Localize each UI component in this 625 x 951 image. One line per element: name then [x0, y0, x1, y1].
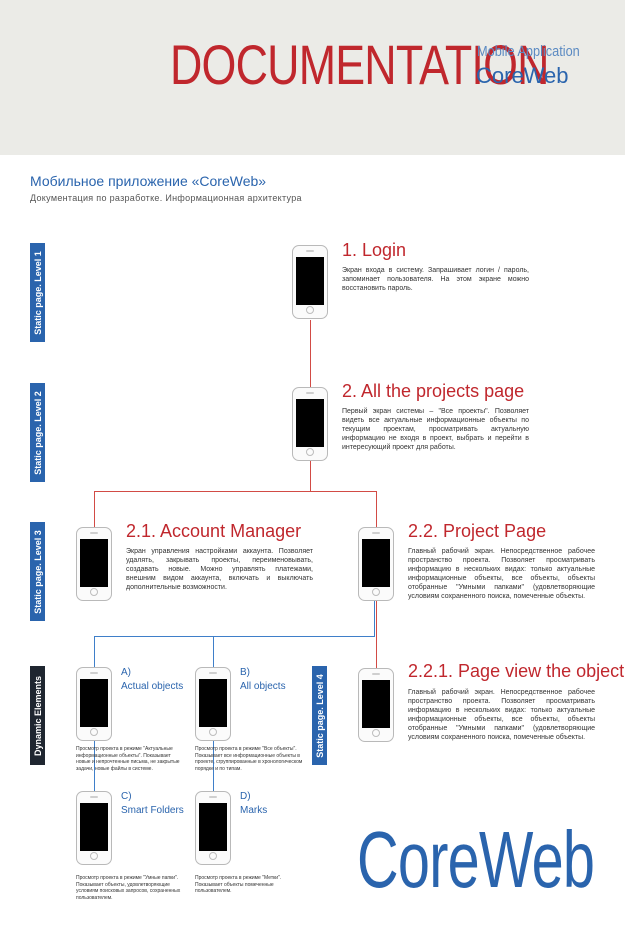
login-description: Экран входа в систему. Запрашивает логин… [342, 267, 529, 292]
projects-phone-icon [292, 387, 328, 461]
projects-title: 2. All the projects page [342, 381, 525, 401]
level-label-3: Static page. Level 3 [30, 522, 45, 621]
connector-project-dynamic [374, 601, 375, 636]
pageview-title: 2.2.1. Page view the object [408, 661, 625, 681]
connector-dynamic-horizontal [94, 636, 375, 637]
pageview-phone-icon [358, 668, 394, 742]
level-label-4: Static page. Level 4 [312, 666, 327, 765]
login-phone-icon [292, 245, 328, 319]
level-label-dynamic: Dynamic Elements [30, 666, 45, 765]
all-phone-icon [195, 667, 231, 741]
actual-phone-icon [76, 667, 112, 741]
pageview-description: Главный рабочий экран. Непосредственное … [408, 689, 595, 741]
connector-to-pageview [376, 601, 377, 668]
project-description: Главный рабочий экран. Непосредственное … [408, 548, 595, 600]
project-title: 2.2. Project Page [408, 521, 547, 541]
account-phone-icon [76, 527, 112, 601]
documentation-title: DOCUMENTATION [170, 33, 549, 96]
projects-description: Первый экран системы – "Все проекты". По… [342, 408, 529, 451]
connector-to-all [213, 636, 214, 667]
smart-phone-icon [76, 791, 112, 865]
account-description: Экран управления настройками аккаунта. П… [126, 548, 313, 591]
connector-to-actual [94, 636, 95, 667]
level-label-1: Static page. Level 1 [30, 243, 45, 342]
smart-folders-label: C)Smart Folders [121, 791, 184, 816]
marks-phone-icon [195, 791, 231, 865]
account-title: 2.1. Account Manager [126, 521, 302, 541]
intro-title: Мобильное приложение «CoreWeb» [30, 173, 267, 189]
marks-description: Просмотр проекта в режиме "Метки". Показ… [195, 875, 282, 894]
all-objects-description: Просмотр проекта в режиме "Все объекты".… [195, 746, 303, 772]
all-objects-label: B)All objects [240, 667, 286, 692]
actual-objects-label: A)Actual objects [121, 667, 184, 692]
level-label-2: Static page. Level 2 [30, 383, 45, 482]
marks-label: D)Marks [240, 791, 268, 816]
connector-to-account [94, 491, 95, 527]
connector-login-projects [310, 320, 311, 387]
connector-level3-horizontal [94, 491, 377, 492]
product-name: CoreWeb [476, 63, 569, 88]
actual-objects-description: Просмотр проекта в режиме "Актуальные ин… [76, 746, 180, 772]
intro-description: Документация по разработке. Информационн… [30, 193, 302, 203]
connector-to-project [376, 491, 377, 527]
coreweb-logo: CoreWeb [357, 815, 595, 904]
smart-folders-description: Просмотр проекта в режиме "Умные папки".… [76, 875, 181, 901]
header-banner: DOCUMENTATION Mobile Application CoreWeb [0, 0, 625, 155]
product-tag: Mobile Application [477, 43, 580, 60]
connector-to-smart [94, 741, 95, 791]
project-phone-icon [358, 527, 394, 601]
connector-to-marks [213, 741, 214, 791]
connector-projects-branch [310, 461, 311, 491]
login-title: 1. Login [342, 240, 407, 260]
